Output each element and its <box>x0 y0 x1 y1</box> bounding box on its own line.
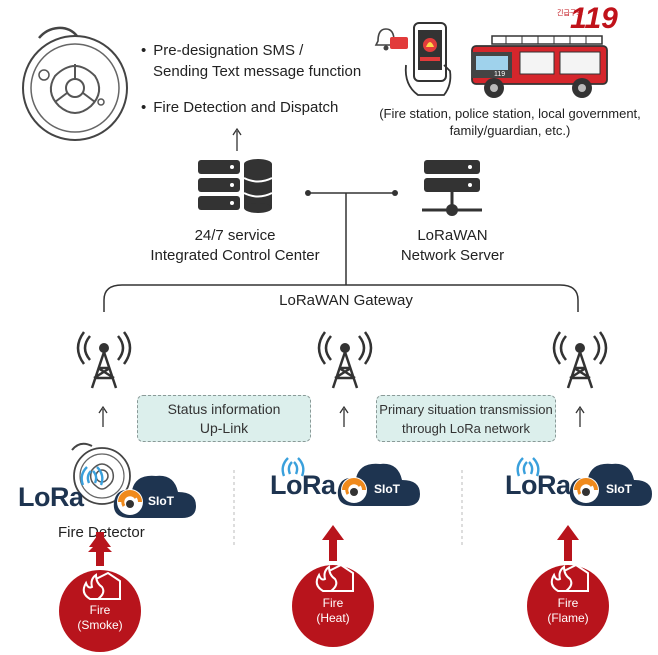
smoke-detector-icon <box>22 26 128 141</box>
network-server-icon <box>422 160 482 216</box>
gateway-antenna-icon <box>317 331 373 389</box>
transmission-info-box: Primary situation transmission through L… <box>376 395 556 442</box>
network-server-label-line1: LoRaWAN <box>417 227 488 244</box>
fire-smoke-label: Fire (Smoke) <box>60 603 140 633</box>
arrow-up-icon <box>339 405 349 427</box>
gateway-antenna-icon <box>76 331 132 389</box>
siot-logo: SIoT <box>374 482 400 496</box>
wireless-waves-icon <box>80 466 104 486</box>
fire-smoke-line1: Fire <box>89 603 111 617</box>
feature-sms: Pre-designation SMS / <box>141 40 303 61</box>
control-center-label-line1: 24/7 service <box>194 227 276 244</box>
wireless-waves-icon <box>281 457 305 477</box>
emergency-119-logo: 119 <box>570 2 618 35</box>
fire-flame-line2: (Flame) <box>547 611 589 625</box>
feature-dispatch: Fire Detection and Dispatch <box>141 97 338 118</box>
fire-heat-line1: Fire <box>322 596 344 610</box>
smartphone-alert-icon <box>374 22 452 96</box>
gateway-antenna-icon <box>552 331 608 389</box>
svg-text:119: 119 <box>494 71 505 78</box>
fire-heat-line2: (Heat) <box>316 611 350 625</box>
siot-logo: SIoT <box>148 494 174 508</box>
house-fire-icon <box>550 563 589 592</box>
truck-logo-caption: 긴급구조 <box>557 10 583 17</box>
fire-smoke-line2: (Smoke) <box>77 618 123 632</box>
house-fire-icon <box>82 571 121 600</box>
recipients-line-1: (Fire station, police station, local gov… <box>379 106 641 121</box>
control-center-server-icon <box>198 159 273 213</box>
network-server-label-line2: Network Server <box>400 247 505 264</box>
siot-cloud-icon <box>113 475 196 518</box>
siot-cloud-icon <box>569 463 652 506</box>
fire-truck-icon: 119 <box>471 35 608 98</box>
uplink-info-line2: Up-Link <box>199 419 249 436</box>
arrow-up-icon <box>98 405 108 427</box>
arrow-up-icon <box>575 405 585 427</box>
lora-logo: LoRa <box>18 482 84 512</box>
gateway-label: LoRaWAN Gateway <box>279 292 413 309</box>
uplink-info-box: Status information Up-Link <box>137 395 311 442</box>
recipients-line-2: family/guardian, etc.) <box>449 123 571 138</box>
transmission-info-line1: Primary situation transmission <box>379 401 553 417</box>
feature-sms-continued: Sending Text message function <box>153 63 362 80</box>
wireless-waves-icon <box>516 457 540 477</box>
siot-logo: SIoT <box>606 482 632 496</box>
fire-heat-label: Fire (Heat) <box>293 596 373 626</box>
siot-cloud-icon <box>337 463 420 506</box>
fire-flame-line1: Fire <box>557 596 579 610</box>
uplink-info-line1: Status information <box>167 400 281 417</box>
house-fire-icon <box>315 563 354 592</box>
fire-flame-label: Fire (Flame) <box>528 596 608 626</box>
control-center-label-line2: Integrated Control Center <box>150 247 320 264</box>
transmission-info-line2: through LoRa network <box>402 420 530 436</box>
arrow-up-icon <box>232 127 242 151</box>
